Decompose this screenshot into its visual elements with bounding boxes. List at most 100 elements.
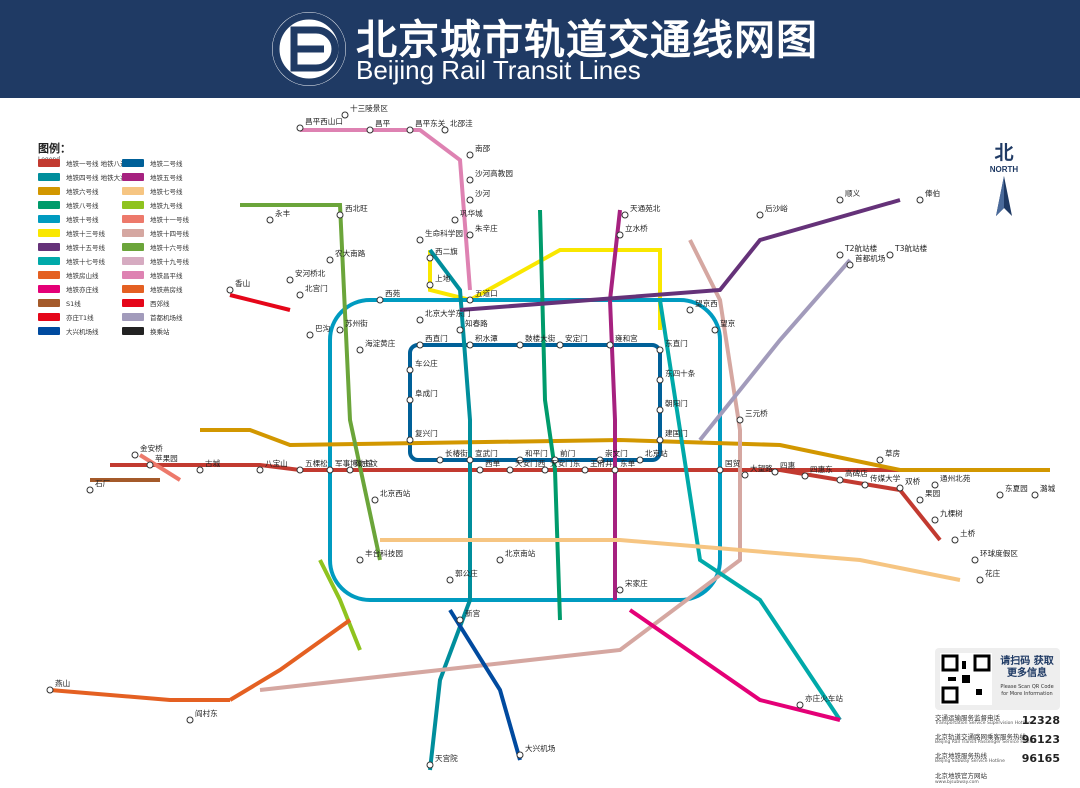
station-label[interactable]: 花庄 [985, 568, 1001, 578]
station-label[interactable]: 三元桥 [745, 408, 768, 418]
station-marker[interactable] [556, 341, 564, 349]
station-marker[interactable] [356, 556, 364, 564]
station-marker[interactable] [931, 481, 939, 489]
station-label[interactable]: 巴沟 [315, 323, 330, 333]
station-label[interactable]: 北京南站 [505, 548, 536, 558]
station-label[interactable]: 知春路 [465, 318, 488, 328]
station-marker[interactable] [656, 406, 664, 414]
station-label[interactable]: 草房 [885, 448, 900, 458]
station-marker[interactable] [996, 491, 1004, 499]
station-label[interactable]: 海淀黄庄 [365, 338, 396, 348]
station-marker[interactable] [971, 556, 979, 564]
station-marker[interactable] [466, 341, 474, 349]
station-marker[interactable] [611, 466, 619, 474]
station-label[interactable]: 天通苑北 [630, 203, 661, 213]
station-marker[interactable] [426, 254, 434, 262]
station-marker[interactable] [756, 211, 764, 219]
station-label[interactable]: 五道口 [475, 288, 498, 298]
station-label[interactable]: 苏州街 [345, 318, 368, 328]
station-label[interactable]: 国贸 [725, 458, 741, 468]
station-label[interactable]: 沙河 [475, 189, 491, 198]
station-marker[interactable] [516, 751, 524, 759]
station-marker[interactable] [441, 126, 449, 134]
station-marker[interactable] [741, 471, 749, 479]
station-marker[interactable] [286, 276, 294, 284]
station-marker[interactable] [736, 416, 744, 424]
station-label[interactable]: 上地 [435, 273, 451, 283]
station-label[interactable]: 东夏园 [1005, 483, 1028, 493]
station-marker[interactable] [196, 466, 204, 474]
station-marker[interactable] [496, 556, 504, 564]
station-marker[interactable] [416, 341, 424, 349]
station-marker[interactable] [346, 466, 354, 474]
station-marker[interactable] [686, 306, 694, 314]
footer-url[interactable]: www.bjsubway.com [935, 780, 979, 785]
station-marker[interactable] [336, 326, 344, 334]
station-label[interactable]: 昌平西山口 [305, 116, 343, 126]
station-marker[interactable] [916, 196, 924, 204]
station-marker[interactable] [296, 124, 304, 132]
station-label[interactable]: 北邵洼 [450, 118, 473, 128]
station-marker[interactable] [466, 296, 474, 304]
station-label[interactable]: 建国门 [665, 428, 688, 438]
station-marker[interactable] [256, 466, 264, 474]
station-marker[interactable] [771, 468, 779, 476]
station-label[interactable]: 北京站 [645, 448, 668, 458]
station-marker[interactable] [356, 346, 364, 354]
station-label[interactable]: 燕山 [55, 678, 70, 688]
station-label[interactable]: 俸伯 [925, 188, 940, 198]
station-label[interactable]: 前门 [560, 448, 575, 458]
station-marker[interactable] [466, 231, 474, 239]
station-label[interactable]: 积水潭 [475, 333, 498, 343]
station-label[interactable]: 东四十条 [665, 368, 696, 378]
station-label[interactable]: 双桥 [905, 476, 921, 486]
station-marker[interactable] [916, 496, 924, 504]
station-marker[interactable] [426, 281, 434, 289]
station-label[interactable]: T2航站楼 [844, 243, 878, 253]
station-marker[interactable] [516, 456, 524, 464]
station-label[interactable]: 新宫 [465, 608, 480, 618]
station-marker[interactable] [366, 126, 374, 134]
station-marker[interactable] [466, 196, 474, 204]
station-marker[interactable] [976, 576, 984, 584]
station-marker[interactable] [801, 472, 809, 480]
station-marker[interactable] [86, 486, 94, 494]
rail-map[interactable]: 十三陵景区昌平西山口昌平昌平东关北邵洼南邵沙河高教园沙河巩华城朱辛庄生命科学园西… [0, 98, 1080, 788]
station-label[interactable]: 西直门 [425, 333, 448, 343]
station-label[interactable]: 朝阳门 [665, 398, 688, 408]
qr-code[interactable] [940, 653, 992, 705]
station-marker[interactable] [416, 316, 424, 324]
station-marker[interactable] [656, 346, 664, 354]
station-marker[interactable] [836, 251, 844, 259]
station-marker[interactable] [371, 496, 379, 504]
station-marker[interactable] [931, 516, 939, 524]
station-marker[interactable] [886, 251, 894, 259]
station-marker[interactable] [326, 466, 334, 474]
station-marker[interactable] [581, 466, 589, 474]
station-label[interactable]: 金安桥 [140, 443, 163, 453]
station-label[interactable]: 望京 [720, 318, 736, 328]
station-marker[interactable] [836, 476, 844, 484]
station-marker[interactable] [636, 456, 644, 464]
station-label[interactable]: 大兴机场 [525, 743, 556, 753]
station-label[interactable]: 五棵松 [305, 458, 328, 468]
station-marker[interactable] [836, 196, 844, 204]
station-label[interactable]: 立水桥 [625, 223, 648, 233]
station-label[interactable]: 土桥 [960, 528, 976, 538]
station-label[interactable]: 天安门西 [515, 458, 546, 468]
station-label[interactable]: 公主坟 [355, 458, 378, 468]
station-label[interactable]: 复兴门 [415, 428, 438, 438]
station-label[interactable]: 生命科学园 [425, 228, 463, 238]
station-marker[interactable] [341, 111, 349, 119]
station-marker[interactable] [306, 331, 314, 339]
station-label[interactable]: 阎村东 [195, 708, 218, 718]
station-marker[interactable] [951, 536, 959, 544]
station-marker[interactable] [516, 341, 524, 349]
station-marker[interactable] [606, 341, 614, 349]
station-label[interactable]: 北京大学东门 [425, 308, 471, 318]
station-label[interactable]: 西苑 [385, 288, 401, 298]
station-marker[interactable] [551, 456, 559, 464]
station-marker[interactable] [406, 436, 414, 444]
station-marker[interactable] [466, 456, 474, 464]
station-label[interactable]: 西单 [485, 458, 501, 468]
